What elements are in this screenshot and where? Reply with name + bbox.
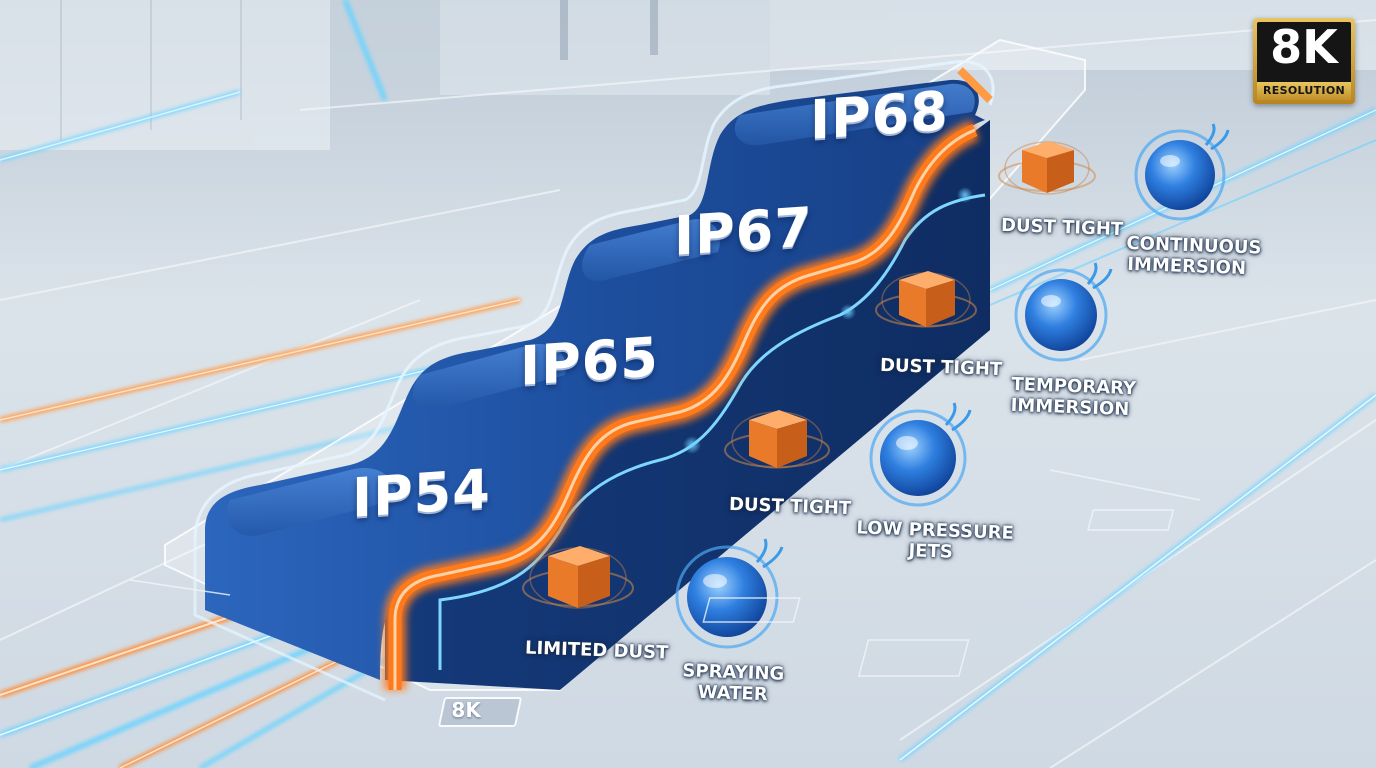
dust-caption-ip68: DUST TIGHT <box>1000 214 1124 241</box>
floor-8k-text: 8K <box>451 698 481 722</box>
step-label-ip68: IP68 <box>810 79 949 152</box>
dust-caption-ip67: DUST TIGHT <box>879 354 1003 381</box>
orange-band-core <box>393 128 976 690</box>
water-sphere-icon <box>675 538 784 649</box>
staircase-top <box>205 79 985 680</box>
water-caption-line: WATER <box>697 681 768 706</box>
badge-resolution-text: RESOLUTION <box>1257 82 1351 100</box>
water-caption-ip67: TEMPORARY IMMERSION <box>1010 374 1136 421</box>
floor-8k-badge: 8K <box>437 697 523 727</box>
water-sphere-icon <box>1014 262 1113 362</box>
dust-caption-ip65: DUST TIGHT <box>728 493 852 520</box>
orange-band-tip <box>957 67 993 103</box>
dust-cube-icon <box>998 141 1096 195</box>
badge-8k-text: 8K <box>1270 20 1338 74</box>
dust-cube-icon <box>522 546 634 609</box>
dust-cube-icon <box>724 410 830 469</box>
staircase-glass-shell-lower <box>193 540 386 702</box>
step-treads <box>226 83 975 536</box>
water-sphere-icon <box>869 402 972 507</box>
water-caption-ip54: SPRAYING WATER <box>680 660 785 706</box>
water-caption-ip68: CONTINUOUS IMMERSION <box>1125 233 1262 280</box>
water-caption-ip65: LOW PRESSURE JETS <box>855 517 1014 564</box>
water-caption-line: IMMERSION <box>1126 253 1247 280</box>
floor-hud-decor <box>129 469 1201 677</box>
water-sphere-icon <box>1134 123 1230 221</box>
step-label-ip65: IP65 <box>520 325 659 398</box>
water-caption-line: IMMERSION <box>1010 394 1130 421</box>
8k-resolution-badge: 8K RESOLUTION <box>1253 18 1355 104</box>
staircase-glass-shell <box>193 60 995 541</box>
step-label-ip67: IP67 <box>674 195 813 268</box>
dust-cube-icon <box>875 271 977 328</box>
light-streaks <box>0 297 521 768</box>
step-label-ip54: IP54 <box>352 457 491 530</box>
water-caption-line: SPRAYING <box>682 660 785 685</box>
